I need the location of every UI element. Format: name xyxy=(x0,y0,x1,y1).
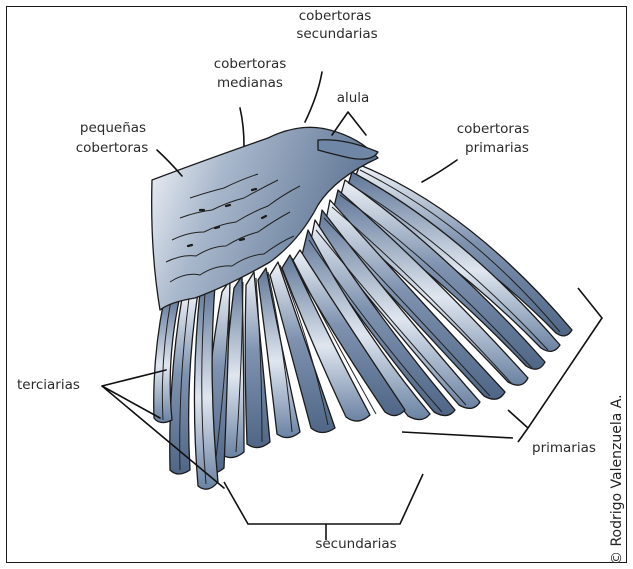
credit-text: © Rodrigo Valenzuela A. xyxy=(609,394,625,565)
label-terciarias: terciarias xyxy=(17,377,80,393)
label-cobertoras-primarias-2: primarias xyxy=(465,140,529,156)
leader-cobertoras-medianas xyxy=(240,108,244,146)
leader-cobertoras-primarias xyxy=(422,160,457,182)
label-pequenas-cobertoras-1: pequeñas xyxy=(80,120,146,136)
label-primarias: primarias xyxy=(532,440,596,456)
label-cobertoras-medianas-2: medianas xyxy=(217,75,283,91)
label-alula: alula xyxy=(337,90,370,106)
label-cobertoras-medianas-1: cobertoras xyxy=(214,56,287,72)
label-cobertoras-secundarias-1: cobertoras xyxy=(299,8,372,24)
tertial-feathers xyxy=(154,285,218,489)
wing-illustration xyxy=(152,127,572,489)
label-pequenas-cobertoras-2: cobertoras xyxy=(76,140,149,156)
label-secundarias: secundarias xyxy=(315,536,396,552)
label-cobertoras-primarias-1: cobertoras xyxy=(457,121,530,137)
label-cobertoras-secundarias-2: secundarias xyxy=(296,26,377,42)
leader-cobertoras-secundarias xyxy=(305,72,322,122)
bracket-secundarias xyxy=(224,474,423,540)
leader-pequenas-cobertoras xyxy=(157,150,182,176)
